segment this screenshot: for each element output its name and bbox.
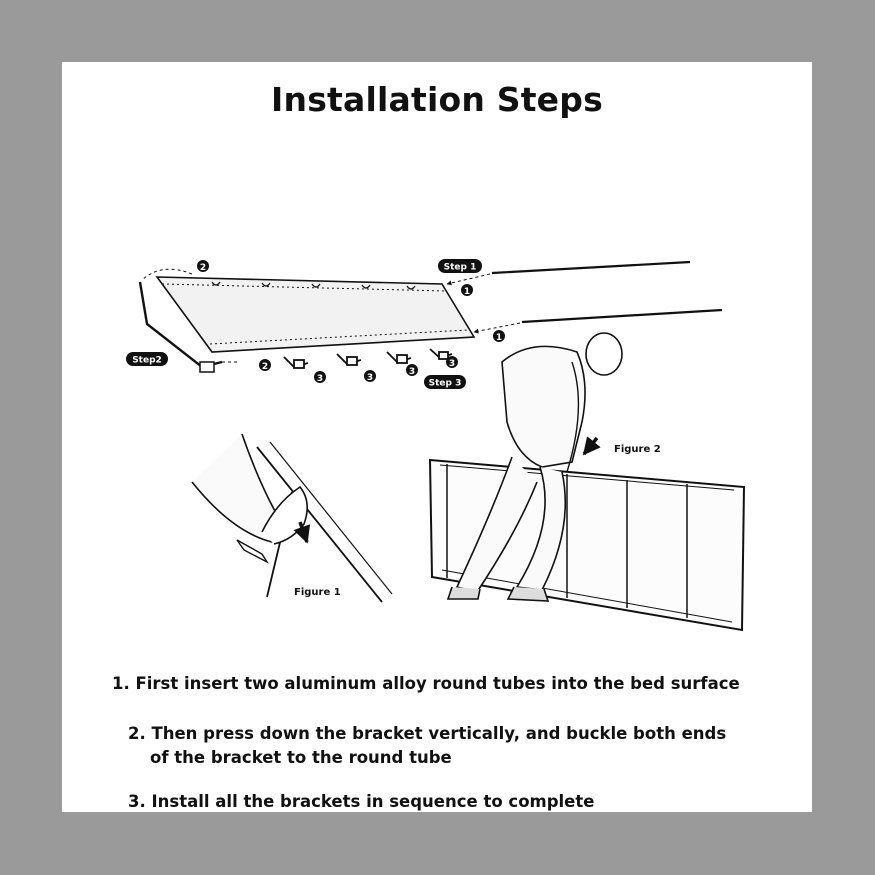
callout-3-c: 3 xyxy=(409,367,415,377)
fabric-notches xyxy=(211,281,416,290)
figure1-label: Figure 1 xyxy=(294,587,341,598)
figure2-illustration: Figure 2 xyxy=(428,332,746,632)
callout-1-top: 1 xyxy=(464,287,470,297)
step1-label: Step 1 xyxy=(444,263,477,273)
exploded-diagram xyxy=(138,260,723,373)
callout-markers: 2 1 1 2 3 3 3 3 xyxy=(197,260,505,384)
fig2-person-head xyxy=(585,332,623,376)
bed-fabric xyxy=(155,276,476,353)
step3-pill xyxy=(424,375,466,389)
fig1-clip xyxy=(236,539,269,564)
fig2-person-torso xyxy=(501,345,586,468)
fig2-cot-brackets xyxy=(446,464,688,618)
step-labels: Step 1 Step2 Step 3 xyxy=(126,259,482,389)
instruction-step-1: 1. First insert two aluminum alloy round… xyxy=(112,672,740,696)
callout-3-a: 3 xyxy=(317,374,323,384)
callout-2-top: 2 xyxy=(200,263,206,273)
callout-1-bottom: 1 xyxy=(496,333,502,343)
fig2-person-right-shoe xyxy=(506,586,550,602)
guide-tube-bottom xyxy=(473,322,521,334)
instruction-step-2: 2. Then press down the bracket verticall… xyxy=(128,722,726,770)
step1-pill xyxy=(438,259,482,273)
step-1-text: 1. First insert two aluminum alloy round… xyxy=(112,674,740,693)
guide-tube-top xyxy=(446,273,491,286)
end-bracket-clip xyxy=(199,361,215,373)
fig1-tube-b xyxy=(269,441,393,595)
instruction-sheet: Installation Steps xyxy=(62,62,812,812)
figure1-illustration: Figure 1 xyxy=(191,433,393,603)
fig1-tube-a xyxy=(256,446,383,603)
fig2-down-arrow xyxy=(582,436,601,456)
side-brackets xyxy=(283,348,453,369)
fig2-person-left-shoe xyxy=(446,586,481,600)
step2-pill xyxy=(126,352,168,366)
fabric-seam-bottom xyxy=(209,329,469,345)
fig2-cot-rail-inner-bottom xyxy=(441,569,733,623)
fig1-down-arrow xyxy=(293,521,311,544)
callout-3-b: 3 xyxy=(367,373,373,383)
tube-bottom xyxy=(521,308,723,324)
instruction-step-3: 3. Install all the brackets in sequence … xyxy=(128,790,594,812)
step-3-text: 3. Install all the brackets in sequence … xyxy=(128,792,595,811)
step3-label: Step 3 xyxy=(429,379,462,389)
tube-top xyxy=(491,260,691,275)
callout-3-d: 3 xyxy=(449,359,455,369)
step-2-text: 2. Then press down the bracket verticall… xyxy=(128,724,727,743)
step-2-text-continued: of the bracket to the round tube xyxy=(150,748,452,767)
fig2-cot-rail-inner-top xyxy=(439,464,735,491)
guide-end-bracket xyxy=(141,268,193,281)
fabric-seam-top xyxy=(161,283,447,292)
page-title: Installation Steps xyxy=(271,80,603,119)
figure2-label: Figure 2 xyxy=(614,444,661,455)
step2-label: Step2 xyxy=(132,356,162,366)
callout-2-bottom: 2 xyxy=(262,362,268,372)
fig2-person-arm xyxy=(566,361,580,473)
illustration: 2 1 1 2 3 3 3 3 Step 1 Step2 Step 3 xyxy=(126,259,746,632)
